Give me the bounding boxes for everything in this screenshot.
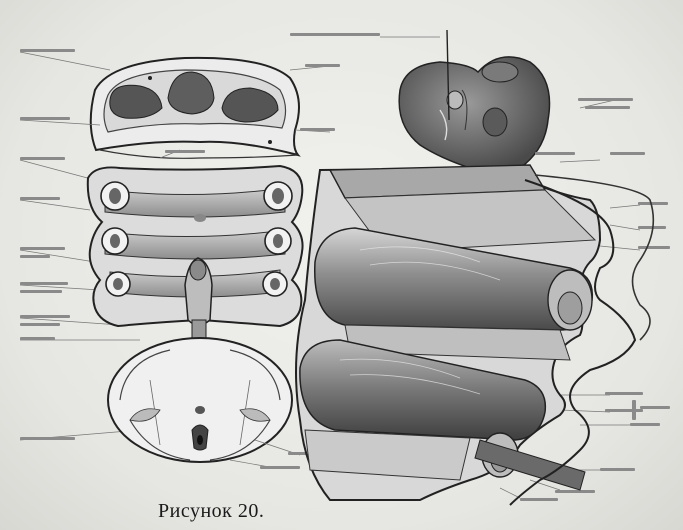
embryo-drawing	[380, 30, 550, 173]
cross-section-top	[91, 58, 299, 159]
embryo-label-faint	[290, 33, 380, 36]
arches-3d-block	[296, 165, 653, 505]
figure-caption: Рисунок 20.	[158, 500, 264, 523]
